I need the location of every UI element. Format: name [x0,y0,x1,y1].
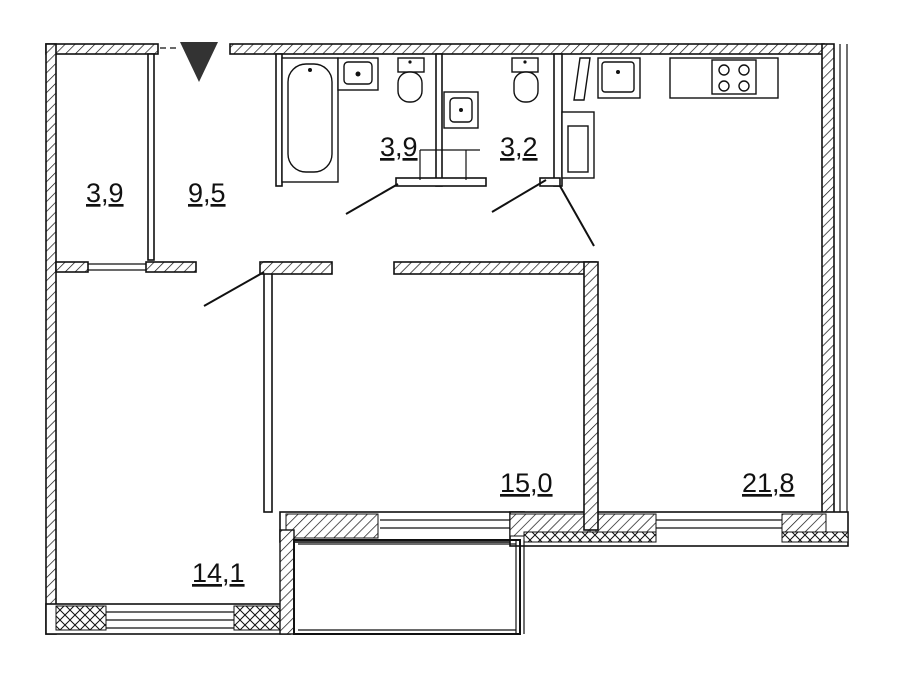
balcony [279,529,525,635]
entrance-triangle-icon [180,42,218,82]
sink-icon [443,91,479,129]
sink-icon [337,57,379,91]
room-area-bathroom: 3,9 [380,132,418,162]
bathtub-icon [281,57,339,183]
room-area-storage: 3,9 [86,178,124,208]
room-area-toilet: 3,2 [500,132,538,162]
toilet-icon [511,57,539,103]
sink-icon [601,61,635,93]
room-area-bedroom-left: 14,1 [192,558,245,588]
exterior-walls [45,43,849,635]
stove-icon [669,57,779,99]
room-area-living-kitchen: 21,8 [742,468,795,498]
room-area-hallway: 9,5 [188,178,226,208]
toilet-icon [397,57,425,103]
doors [160,47,595,307]
fridge-icon [561,111,595,179]
room-area-bedroom-middle: 15,0 [500,468,553,498]
interior-walls [55,53,599,531]
